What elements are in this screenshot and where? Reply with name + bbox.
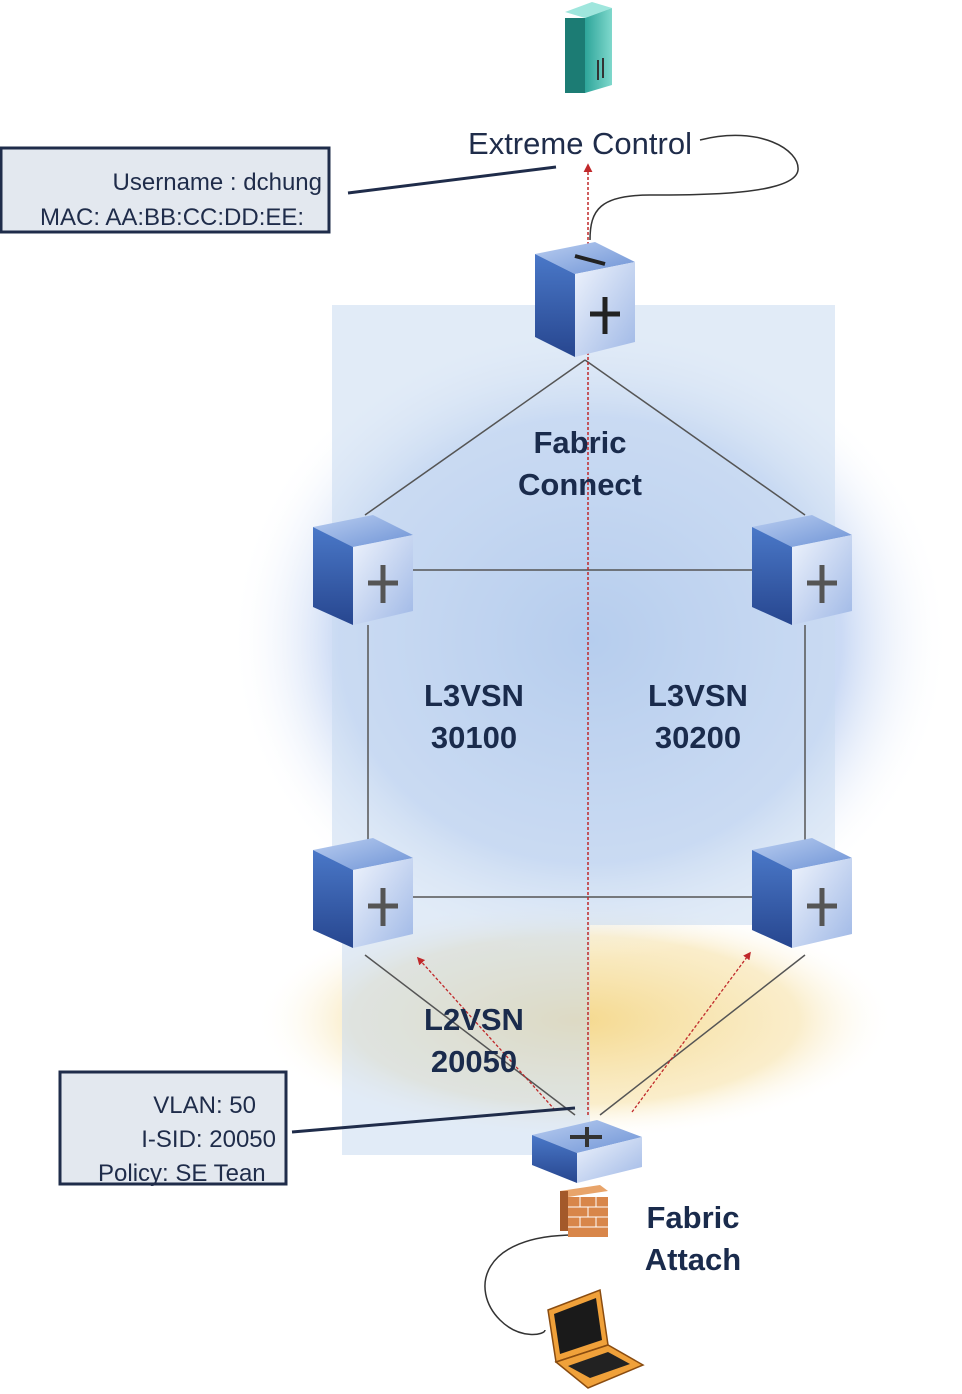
fabric-attach-switch-icon — [532, 1120, 642, 1183]
server-icon — [565, 2, 612, 93]
firewall-icon — [560, 1185, 608, 1237]
flow-line-right — [631, 951, 751, 1113]
switch-icon-right-upper — [752, 515, 852, 625]
l3vsn-right-line1: L3VSN — [648, 678, 748, 713]
switch-icon-left-lower — [313, 838, 413, 948]
fabric-attach-line1: Fabric — [646, 1200, 739, 1235]
l2vsn-line2: 20050 — [431, 1044, 517, 1079]
mac-text: MAC: AA:BB:CC:DD:EE: — [40, 204, 304, 231]
l2vsn-line1: L2VSN — [424, 1002, 524, 1037]
fabric-connect-line1: Fabric — [533, 425, 626, 460]
flow-line-left — [416, 956, 556, 1111]
policy-text: Policy: SE Tean — [98, 1160, 266, 1187]
fabric-connect-line2: Connect — [518, 467, 642, 502]
vlan-info-box — [58, 1070, 288, 1186]
l3vsn-left-line2: 30100 — [431, 720, 517, 755]
username-text: Username : dchung — [113, 169, 322, 196]
user-info-box — [0, 146, 331, 234]
vlan-box-connector — [291, 1106, 576, 1134]
vlan-text: VLAN: 50 — [153, 1092, 256, 1119]
fabric-panel — [332, 305, 835, 925]
controller-title: Extreme Control — [468, 126, 692, 161]
fabric-attach-line2: Attach — [645, 1242, 741, 1277]
fabric-links — [364, 359, 806, 1116]
isid-text: I-SID: 20050 — [141, 1126, 276, 1153]
switch-icon-right-lower — [752, 838, 852, 948]
laptop-icon — [547, 1288, 645, 1389]
switch-icon-top — [535, 242, 635, 357]
fabric-panel-lower — [342, 925, 590, 1155]
l3vsn-left-line1: L3VSN — [424, 678, 524, 713]
switch-icon-left-upper — [313, 515, 413, 625]
controller-cable — [589, 134, 799, 241]
laptop-cable — [484, 1234, 576, 1336]
l3vsn-right-line2: 30200 — [655, 720, 741, 755]
user-box-connector — [347, 165, 557, 195]
